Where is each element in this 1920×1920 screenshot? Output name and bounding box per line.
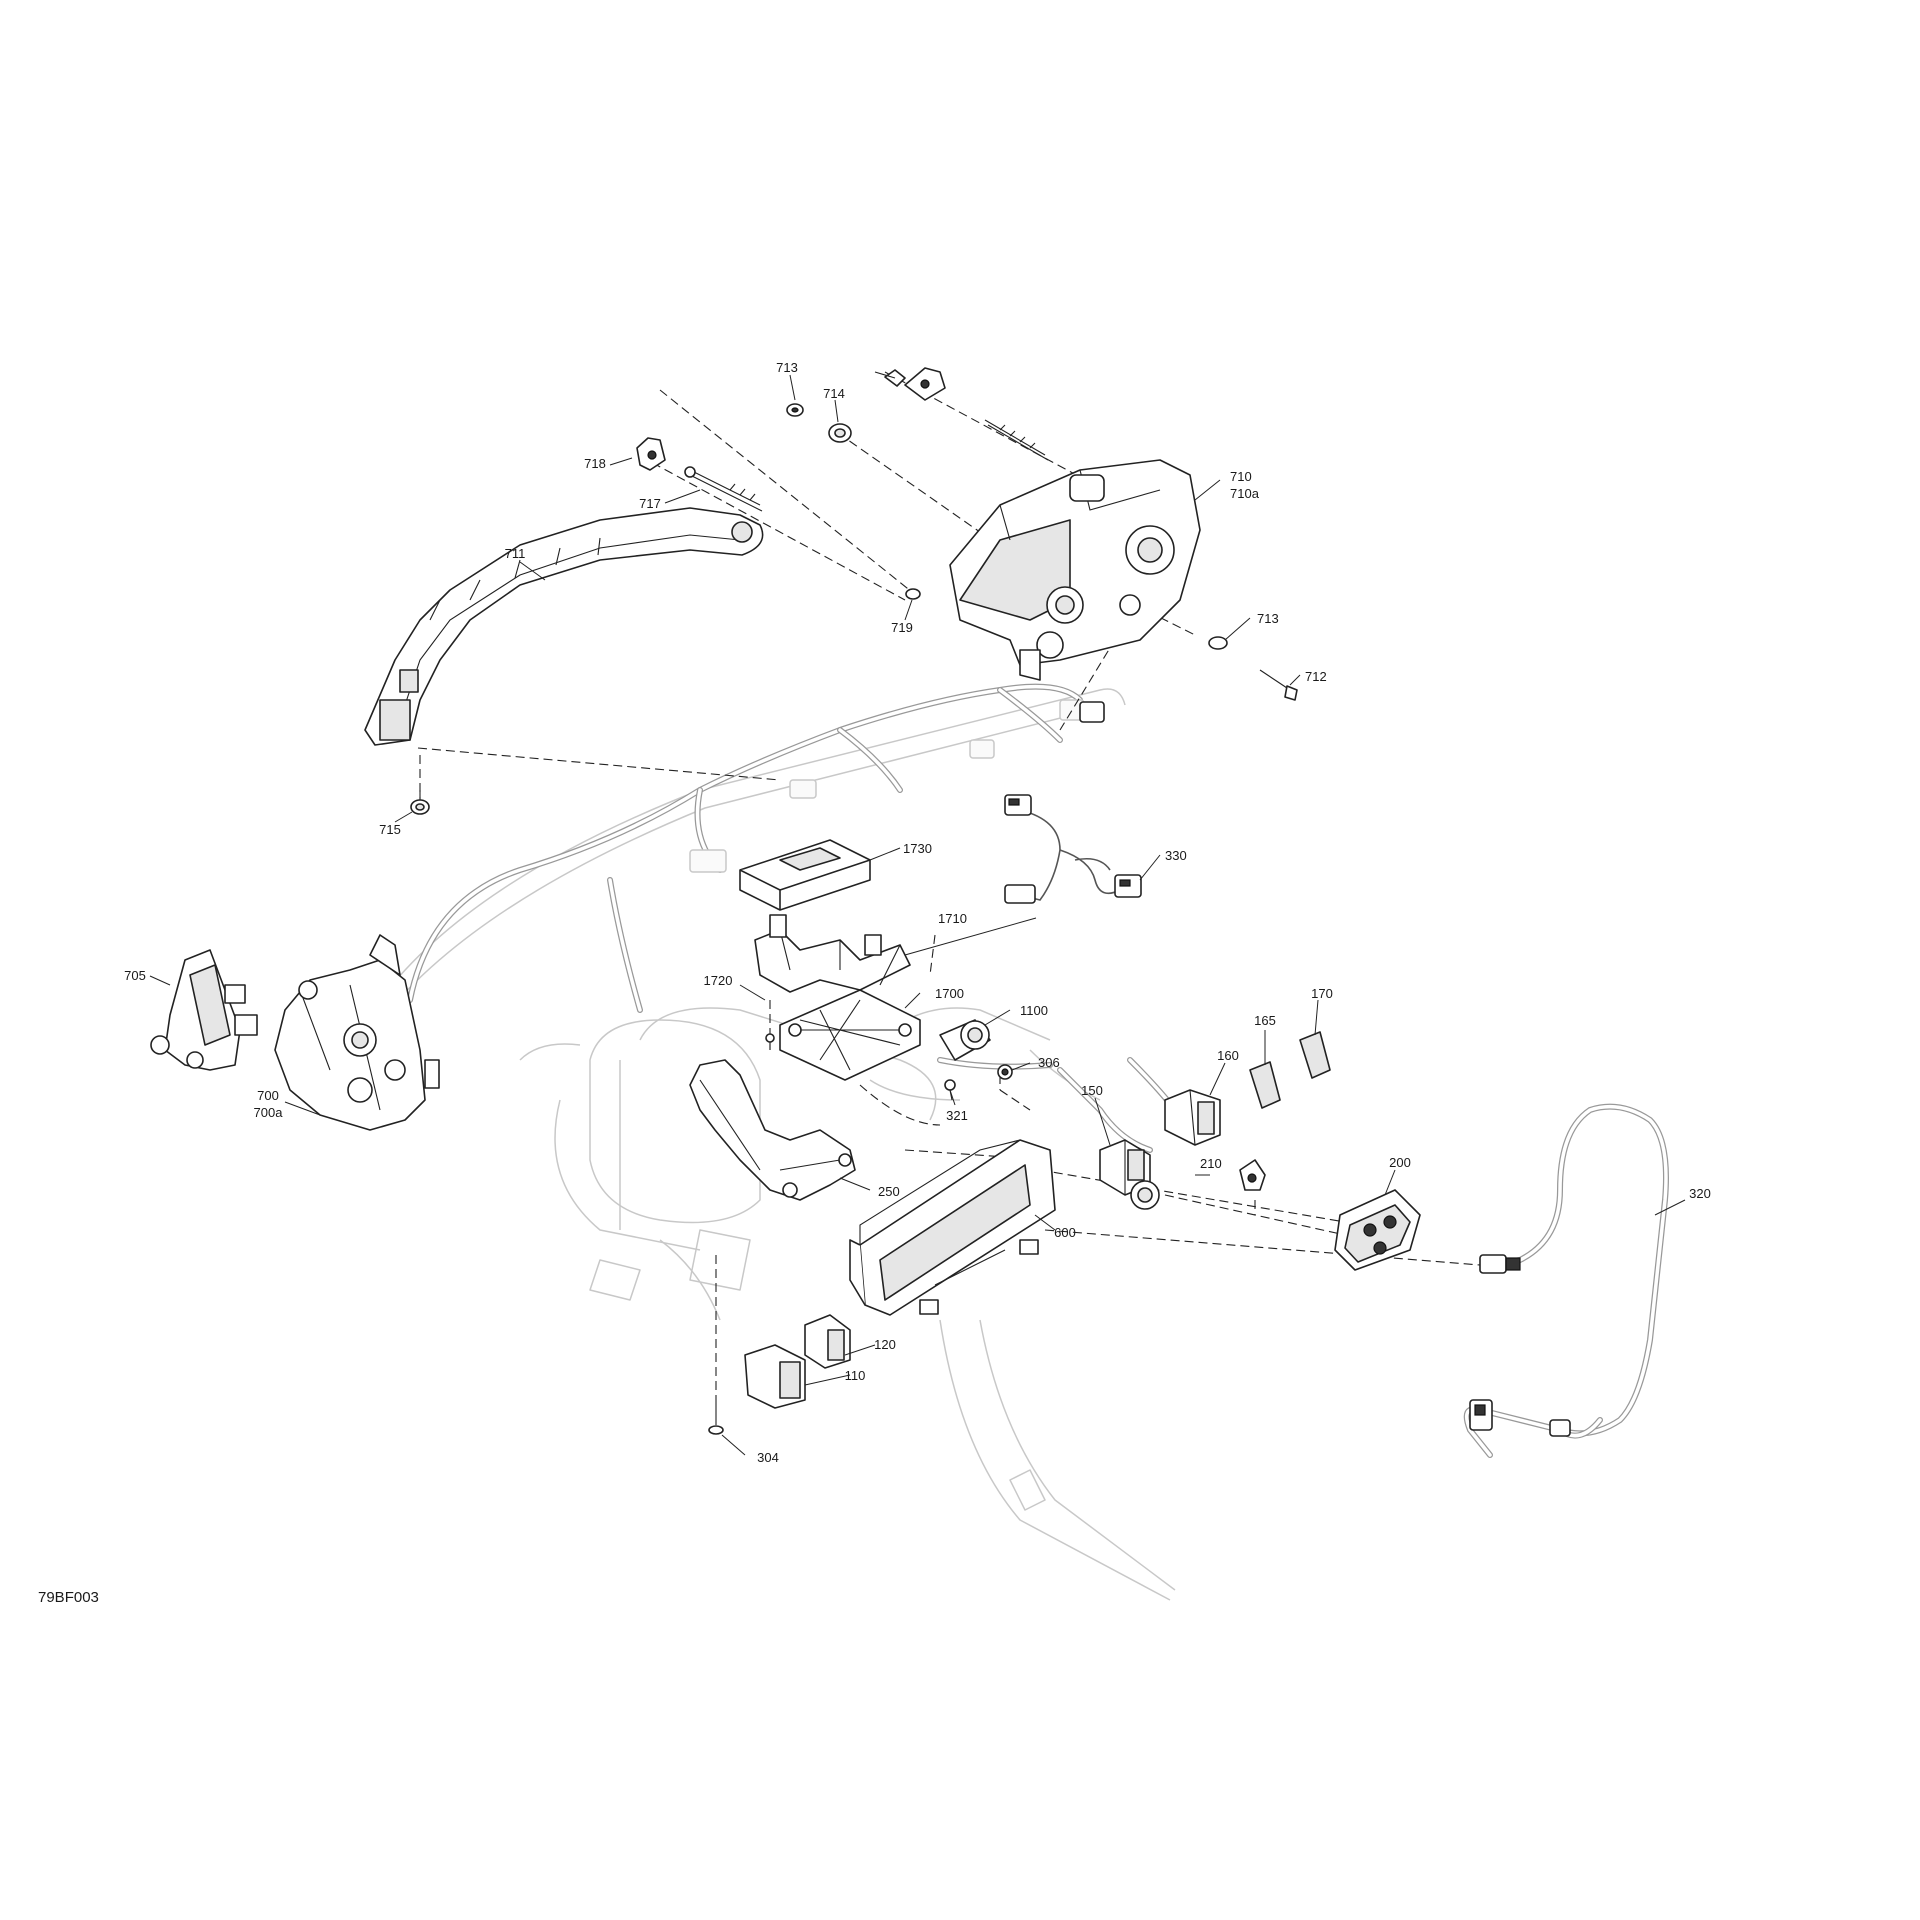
part-250-support-bracket: [689, 1059, 856, 1201]
part-110-switch: [744, 1344, 806, 1409]
callout-150: 150: [1081, 1083, 1103, 1098]
callout-714: 714: [823, 386, 845, 401]
callout-705: 705: [124, 968, 146, 983]
part-120-switch: [804, 1314, 851, 1369]
part-1700-mount-plate: [779, 989, 921, 1081]
part-210-button: [1130, 1159, 1266, 1210]
callout-250: 250: [878, 1184, 900, 1199]
callout-110: 110: [845, 1368, 866, 1383]
part-320-extension-harness: [1463, 1103, 1669, 1458]
callout-165: 165: [1254, 1013, 1276, 1028]
callout-710: 710: [1230, 469, 1252, 484]
callout-711: 711: [505, 546, 526, 561]
part-705-lamp-module: [150, 949, 258, 1071]
part-710-headlight-housing: [949, 459, 1201, 681]
part-304-screw: [708, 1400, 724, 1435]
callout-304: 304: [757, 1450, 779, 1465]
callout-330: 330: [1165, 848, 1187, 863]
screws-306-321: [765, 1033, 1013, 1101]
callout-1710: 1710: [938, 911, 967, 926]
callout-leader-lines: [149, 374, 1686, 1456]
callout-1100: 1100: [1020, 1003, 1048, 1018]
callout-700: 700: [257, 1088, 279, 1103]
part-330-sub-harness: [1004, 794, 1142, 904]
callout-306: 306: [1038, 1055, 1060, 1070]
callout-718: 718: [584, 456, 606, 471]
part-700-headlight-assembly: [274, 934, 440, 1131]
part-1730-module: [739, 839, 871, 911]
callout-713-right: 713: [1257, 611, 1279, 626]
callout-200: 200: [1389, 1155, 1411, 1170]
callout-600: 600: [1054, 1225, 1076, 1240]
callout-160: 160: [1217, 1048, 1239, 1063]
main-wiring-harness: [407, 683, 1178, 1153]
part-170-cap: [1299, 1031, 1331, 1079]
part-1710-bracket: [754, 914, 911, 993]
figure-id: 79BF003: [38, 1589, 99, 1606]
callout-1700: 1700: [935, 986, 964, 1001]
callout-210: 210: [1200, 1156, 1222, 1171]
callout-170: 170: [1311, 986, 1333, 1001]
callout-717: 717: [639, 496, 661, 511]
callout-715: 715: [379, 822, 401, 837]
callout-719: 719: [891, 620, 913, 635]
callout-700a: 700a: [254, 1105, 284, 1120]
part-165-cap: [1249, 1061, 1281, 1109]
callout-labels: 713 714 718 717 710 710a 711 719 713 712…: [124, 360, 1711, 1465]
callout-320: 320: [1689, 1186, 1711, 1201]
callout-1720: 1720: [704, 973, 733, 988]
callout-1730: 1730: [903, 841, 932, 856]
part-200-keypad: [1334, 1189, 1421, 1271]
callout-713-top: 713: [776, 360, 798, 375]
part-711-trim-bar: [364, 507, 764, 746]
hardware-fasteners: [410, 367, 1298, 815]
callout-321: 321: [946, 1108, 968, 1123]
callout-120: 120: [874, 1337, 896, 1352]
part-160-switch: [1164, 1089, 1221, 1146]
callout-710a: 710a: [1230, 486, 1260, 501]
callout-712: 712: [1305, 669, 1327, 684]
part-1100-power-socket: [939, 1019, 991, 1061]
part-600-instrument-cluster: [849, 1139, 1056, 1316]
